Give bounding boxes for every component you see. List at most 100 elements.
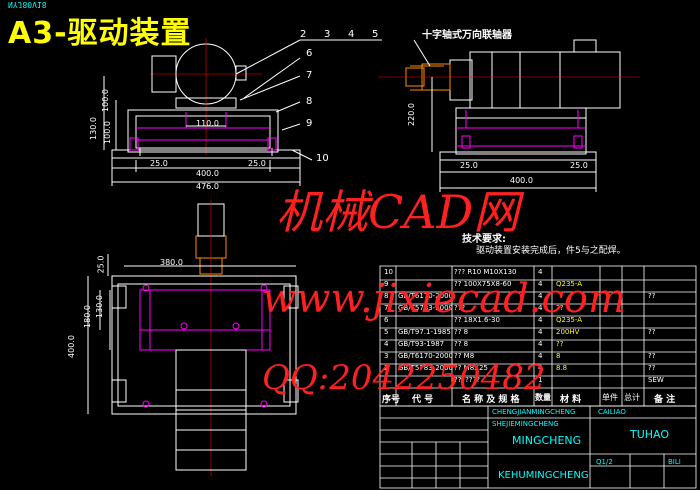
part-number: 9: [306, 118, 313, 129]
dim-110: 110.0: [196, 119, 219, 128]
bom-cell-mat: 200HV: [556, 328, 580, 336]
tech-req-text: 驱动装置安装完成后，件5与之配焊。: [476, 246, 626, 256]
bom-cell-code: GB/T5783-2000: [398, 364, 454, 372]
bom-cell-note: ??: [648, 352, 656, 360]
bom-header-name: 名 称 及 规 格: [462, 395, 520, 405]
dim-400: 400.0: [196, 169, 219, 178]
bom-cell-code: GB/T97.1-1985: [398, 328, 451, 336]
tech-req-heading: 技术要求:: [462, 234, 506, 245]
bom-cell-name: ??? R10 M10X130: [454, 268, 517, 276]
tb-sheet: Q1/2: [596, 458, 613, 466]
bom-cell-name: ?? 100X75X8-60: [454, 280, 512, 288]
tb-tuhao: TUHAO: [630, 428, 670, 441]
part-number: 5: [372, 29, 379, 40]
dim-25a: 25.0: [150, 159, 168, 168]
part-number: 6: [306, 48, 313, 59]
part-number: 4: [348, 29, 355, 40]
watermark-line2: www.jixiecad.com: [262, 276, 626, 322]
bom-cell-name: ?? 18X1.6-30: [454, 316, 500, 324]
bom-cell-mat: 8.8: [556, 364, 568, 372]
bom-cell-no: 8: [384, 292, 389, 300]
part-number: 8: [306, 96, 313, 107]
bom-header-note: 备 注: [654, 395, 676, 405]
dim-side-25a: 25.0: [460, 161, 478, 170]
bom-cell-qty: 4: [538, 364, 543, 372]
watermark-line1: 机械CAD网: [276, 185, 520, 239]
dim-plan-380: 380.0: [160, 258, 183, 267]
dim-plan-180: 180.0: [82, 305, 92, 328]
bom-cell-qty: 4: [538, 304, 543, 312]
bom-cell-code: GB/T6170-2000: [398, 352, 454, 360]
dim-plan-400: 400.0: [66, 335, 76, 358]
bom-cell-note: ??: [648, 292, 656, 300]
tb-company: CHENGJIANMINGCHENG: [492, 408, 576, 416]
bom-cell-qty: 4: [538, 352, 543, 360]
bom-cell-no: 4: [384, 340, 389, 348]
bom-cell-qty: 4: [538, 340, 543, 348]
bom-cell-code: GB/T6170-2000: [398, 292, 454, 300]
bom-cell-qty: 4: [538, 268, 543, 276]
bom-cell-mat: ??: [556, 304, 564, 312]
bom-cell-mat: Q235-A: [556, 316, 583, 324]
dim-220: 220.0: [406, 103, 416, 126]
tb-design: SHEJIEMINGCHENG: [492, 420, 559, 428]
bom-header-total: 总计: [624, 393, 640, 402]
dim-side-400: 400.0: [510, 176, 533, 185]
bom-header-mat: 材 料: [560, 395, 582, 405]
dim-plan-25: 25.0: [96, 255, 106, 274]
tb-mingcheng: MINGCHENG: [512, 434, 582, 447]
front-view: [103, 38, 382, 186]
dim-476: 476.0: [196, 182, 219, 191]
bom-table-lines: [379, 265, 697, 489]
bom-cell-name: ?? M8X25: [454, 364, 488, 372]
bom-cell-note: ??: [648, 328, 656, 336]
plan-view: [87, 200, 299, 476]
bom-cell-no: 9: [384, 280, 389, 288]
bom-cell-no: 10: [384, 268, 393, 276]
bom-cell-note: ??: [648, 364, 656, 372]
bom-cell-qty: 4: [538, 292, 543, 300]
bom-cell-qty: 4: [538, 328, 543, 336]
bom-cell-no: 3: [384, 352, 389, 360]
bom-cell-no: 1: [384, 376, 389, 384]
drawing-title: A3-驱动装置: [8, 16, 192, 51]
bom-cell-name: ?? M8: [454, 352, 475, 360]
bom-cell-no: 6: [384, 316, 389, 324]
dim-25b: 25.0: [248, 159, 266, 168]
watermark-line3: QQ:2042250482: [262, 358, 546, 398]
bom-cell-name: ?? 8: [454, 328, 469, 336]
dim-100b: 100.0: [102, 121, 112, 144]
bom-cell-code: GB/T93-1987: [398, 340, 445, 348]
coupling-label: 十字轴式万向联轴器: [422, 30, 512, 41]
bom-cell-no: 5: [384, 328, 389, 336]
bom-cell-qty: 1: [538, 376, 543, 384]
part-number: 7: [306, 70, 313, 81]
bom-cell-code: GB/T5783-2000: [398, 304, 454, 312]
dim-130: 130.0: [88, 117, 98, 140]
bom-cell-note: SEW: [648, 376, 664, 384]
bom-cell-no: 7: [384, 304, 389, 312]
bom-cell-name: ???: [454, 304, 466, 312]
tb-unit: CAILIAO: [598, 408, 626, 416]
part-number: 3: [324, 29, 331, 40]
dim-side-25b: 25.0: [570, 161, 588, 170]
part-number: 10: [316, 153, 329, 164]
bom-header-no: 序号: [382, 395, 401, 405]
dim-100: 100.0: [100, 89, 110, 112]
bom-cell-qty: 4: [538, 316, 543, 324]
bom-cell-name: ???????: [454, 376, 481, 384]
part-number: 2: [300, 29, 307, 40]
bom-cell-mat: 8: [556, 352, 561, 360]
bom-header-code: 代 号: [412, 395, 434, 405]
dim-plan-130: 130.0: [94, 295, 104, 318]
tb-ratio: BILI: [668, 458, 681, 466]
bom-cell-name: ?? 8: [454, 340, 469, 348]
side-view: [378, 39, 640, 192]
bom-cell-mat: Q235-A: [556, 280, 583, 288]
bom-cell-mat: ??: [556, 340, 564, 348]
bom-cell-no: 2: [384, 364, 389, 372]
bom-header-unit: 单件: [602, 393, 618, 402]
tb-kehu: KEHUMINGCHENG: [498, 470, 589, 481]
